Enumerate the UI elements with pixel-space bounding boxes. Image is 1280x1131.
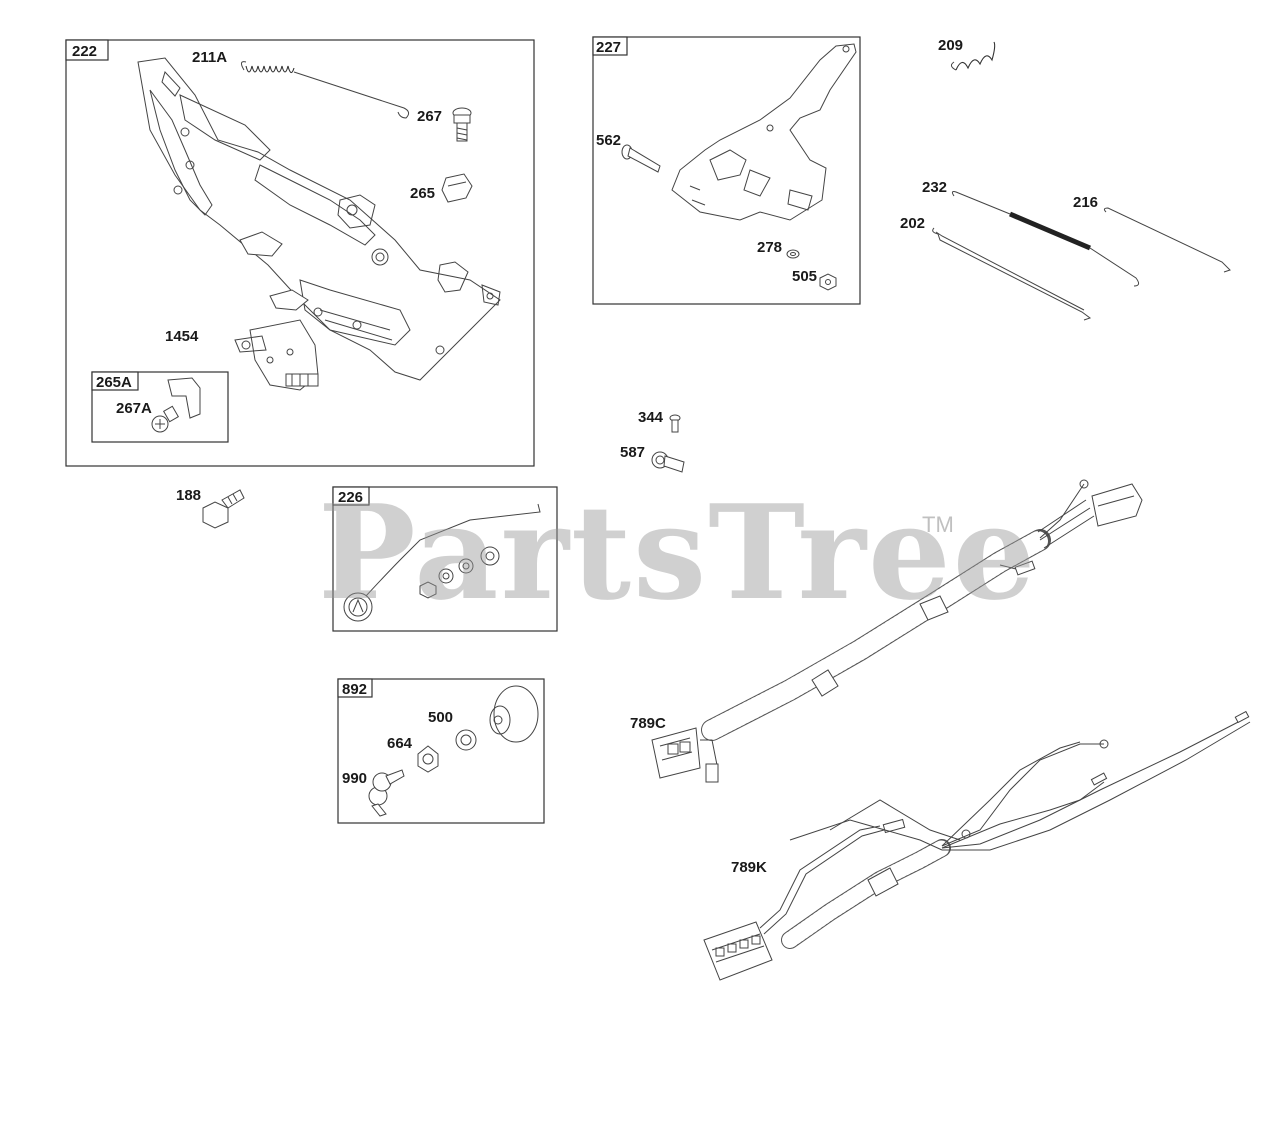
label-789C[interactable]: 789C	[630, 715, 666, 732]
label-265[interactable]: 265	[410, 185, 435, 202]
group-265A: 265A	[91, 371, 229, 443]
part-labels: 211A 267 265 1454 267A 562 278 505 209 2…	[116, 37, 1098, 876]
label-990[interactable]: 990	[342, 770, 367, 787]
group-222-label: 222	[72, 43, 97, 60]
label-278[interactable]: 278	[757, 239, 782, 256]
governor-spring-232[interactable]	[951, 191, 1140, 287]
label-505[interactable]: 505	[792, 268, 817, 285]
switch-1454[interactable]	[234, 319, 319, 391]
choke-cable-drawing[interactable]	[343, 503, 541, 622]
label-789K[interactable]: 789K	[731, 859, 767, 876]
link-rod-202[interactable]	[932, 227, 1092, 321]
ignition-switch-500[interactable]	[489, 685, 539, 743]
control-bracket-drawing[interactable]	[137, 57, 501, 381]
bolt-188[interactable]	[202, 489, 245, 529]
spring-211A[interactable]	[240, 61, 410, 119]
clip-265[interactable]	[441, 173, 473, 203]
wire-harness-789K[interactable]	[703, 710, 1251, 981]
group-227: 227	[592, 36, 861, 305]
clamp-587[interactable]	[651, 451, 685, 473]
label-1454[interactable]: 1454	[165, 328, 199, 345]
label-664[interactable]: 664	[387, 735, 413, 752]
throttle-lever-drawing[interactable]	[671, 43, 857, 221]
nut-664[interactable]	[417, 745, 439, 773]
link-rod-216[interactable]	[1103, 207, 1231, 273]
screw-267A[interactable]	[151, 405, 180, 433]
group-226-label: 226	[338, 489, 363, 506]
label-562[interactable]: 562	[596, 132, 621, 149]
label-344[interactable]: 344	[638, 409, 664, 426]
label-209[interactable]: 209	[938, 37, 963, 54]
screw-267[interactable]	[452, 107, 472, 142]
group-892-label: 892	[342, 681, 367, 698]
screw-344[interactable]	[669, 414, 681, 433]
group-265A-label: 265A	[96, 374, 132, 391]
label-587[interactable]: 587	[620, 444, 645, 461]
label-188[interactable]: 188	[176, 487, 201, 504]
label-202[interactable]: 202	[900, 215, 925, 232]
wire-harness-789C[interactable]	[651, 479, 1143, 783]
group-222: 222	[65, 39, 535, 467]
label-267[interactable]: 267	[417, 108, 442, 125]
lockwasher-500[interactable]	[455, 729, 477, 751]
label-500[interactable]: 500	[428, 709, 453, 726]
clip-265A[interactable]	[167, 377, 201, 419]
label-232[interactable]: 232	[922, 179, 947, 196]
nut-505[interactable]	[819, 273, 837, 291]
label-211A[interactable]: 211A	[192, 49, 227, 66]
spring-209[interactable]	[950, 41, 996, 71]
label-267A[interactable]: 267A	[116, 400, 152, 417]
key-990[interactable]	[368, 769, 405, 817]
group-227-label: 227	[596, 39, 621, 56]
washer-278[interactable]	[786, 249, 800, 259]
label-216[interactable]: 216	[1073, 194, 1098, 211]
pin-562[interactable]	[621, 144, 661, 173]
group-892: 892	[337, 678, 545, 824]
group-226: 226	[332, 486, 558, 632]
